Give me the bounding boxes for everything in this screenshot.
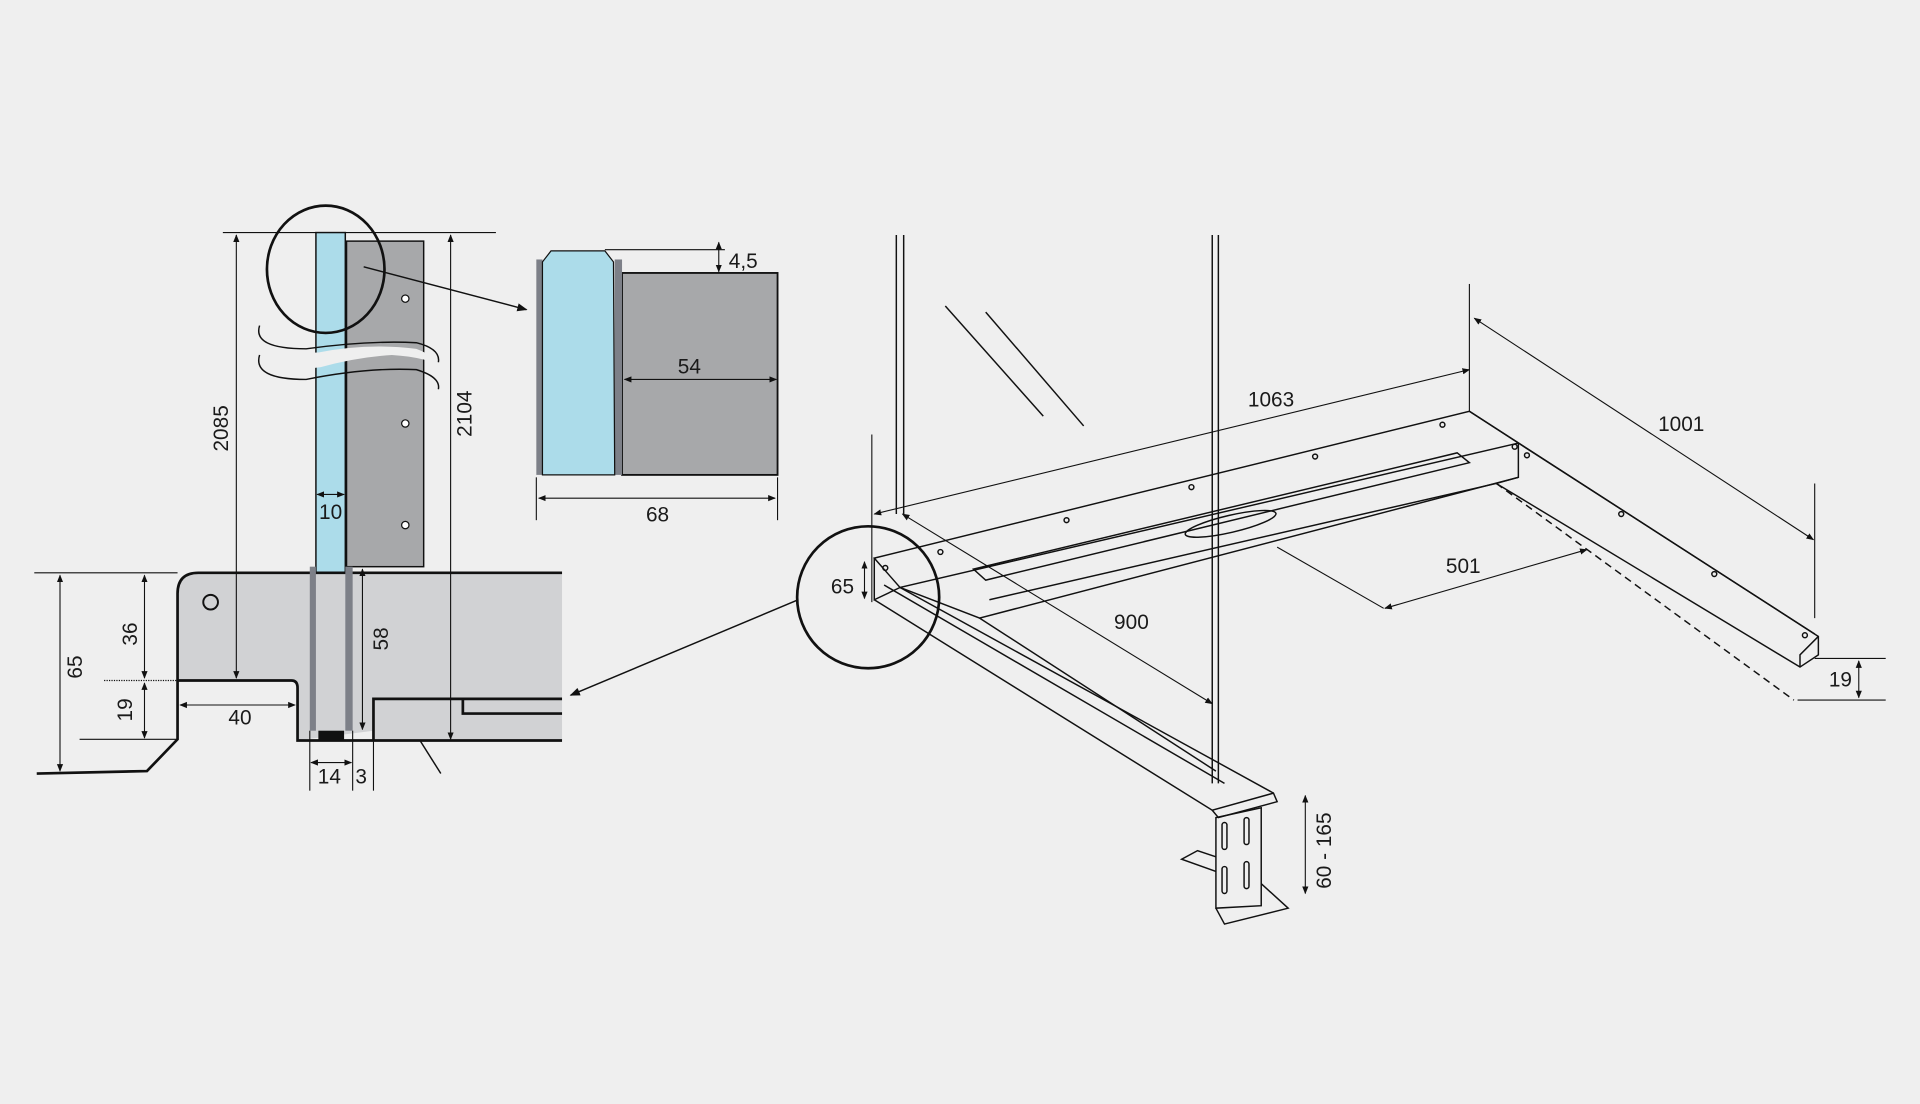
right-rail-edge <box>1517 442 1816 635</box>
right-rail <box>1468 410 1820 668</box>
dim-label: 1001 <box>1658 413 1704 436</box>
dim-label: 2085 <box>210 405 233 451</box>
detail-gasket <box>614 259 623 475</box>
profile-outline <box>36 571 563 775</box>
dim-label: 14 <box>318 765 341 788</box>
detail-pointer <box>363 266 528 312</box>
detail-plate <box>621 272 779 476</box>
back-rail-end <box>873 558 901 601</box>
bracket-tab <box>1179 849 1217 873</box>
back-rail-inner <box>899 443 1520 619</box>
detail-glass <box>541 250 616 476</box>
dim-label: 40 <box>228 707 251 730</box>
drain-hole <box>202 593 219 611</box>
detail-gasket <box>536 259 543 475</box>
detail-view: 4,5 54 68 <box>535 241 779 526</box>
dim-label: 3 <box>355 765 367 788</box>
dim-900 <box>901 513 1213 705</box>
dim-label: 19 <box>1829 669 1852 692</box>
dim-label: 1063 <box>1248 388 1294 411</box>
dim-label: 10 <box>319 501 342 524</box>
detail-circle <box>795 524 941 670</box>
dim-1001 <box>1473 317 1815 541</box>
dim-1063 <box>873 368 1471 516</box>
screw-hole <box>401 520 410 530</box>
right-rail-cap <box>1799 635 1819 668</box>
bracket-foot <box>1215 883 1290 925</box>
adjust-bracket <box>1215 806 1262 909</box>
screw-hole <box>401 294 410 303</box>
section-view: 2085 2104 10 58 65 36 19 40 14 3 <box>34 204 563 791</box>
detail-circle <box>265 204 386 335</box>
dim-label: 2104 <box>453 391 476 437</box>
frame-view: 1063 1001 501 900 65 19 60 - 165 <box>569 234 1886 925</box>
dim-label: 65 <box>831 576 854 599</box>
back-rail-edge <box>989 482 1497 601</box>
dim-label: 19 <box>114 698 137 721</box>
break-line <box>257 325 440 363</box>
dim-label: 501 <box>1446 555 1481 578</box>
left-rail-edge <box>899 586 1274 794</box>
break-line <box>257 354 440 390</box>
profile-inner <box>372 697 563 741</box>
dim-label: 36 <box>119 622 142 645</box>
rail-holes <box>882 421 1809 639</box>
dim-label: 68 <box>646 503 669 526</box>
dim-label: 65 <box>64 655 87 678</box>
profile-inner <box>461 698 563 715</box>
left-rail-edge <box>883 584 1225 784</box>
setting-block <box>318 730 345 741</box>
channel-gasket <box>309 566 316 731</box>
profile-leg <box>419 740 442 774</box>
dim-label: 60 - 165 <box>1313 812 1336 888</box>
profile-outline <box>177 679 563 742</box>
left-rail-inner <box>979 617 1217 772</box>
dim-label: 900 <box>1114 611 1149 634</box>
screw-hole <box>401 419 410 428</box>
bracket-slots <box>1221 816 1250 895</box>
dim-label: 54 <box>678 355 701 378</box>
dim-501 <box>1384 548 1588 610</box>
dim-label: 58 <box>370 627 393 650</box>
channel-gasket <box>345 566 353 731</box>
detail-pointer <box>569 599 799 696</box>
dim-label: 4,5 <box>729 250 758 273</box>
wall-plate <box>345 240 425 568</box>
break-fill <box>257 328 441 377</box>
extension-line <box>1276 546 1384 609</box>
left-rail <box>873 599 1279 819</box>
